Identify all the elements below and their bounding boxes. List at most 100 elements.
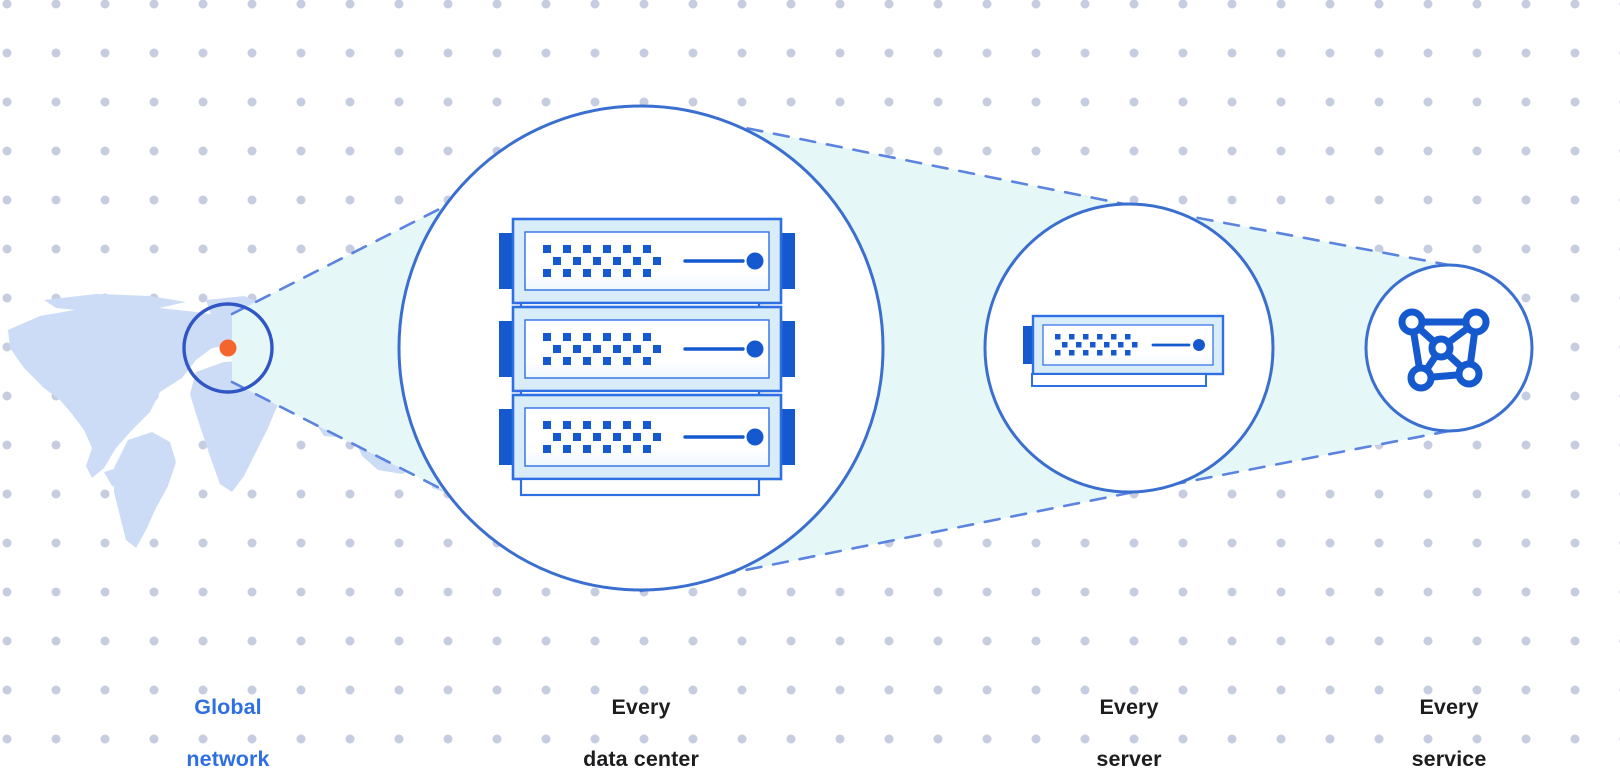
grid-dot — [394, 48, 404, 58]
grid-dot — [198, 244, 208, 254]
grid-dot — [51, 48, 61, 58]
grid-dot — [100, 48, 110, 58]
grid-dot — [737, 0, 747, 9]
grid-dot — [1423, 48, 1433, 58]
grid-dot — [1521, 734, 1531, 744]
grid-dot — [1080, 636, 1090, 646]
grid-dot — [1570, 538, 1580, 548]
grid-dot — [2, 0, 12, 9]
grid-dot — [737, 685, 747, 695]
grid-dot — [639, 685, 649, 695]
grid-dot — [1423, 195, 1433, 205]
grid-dot — [345, 685, 355, 695]
grid-dot — [1570, 0, 1580, 9]
grid-dot — [590, 48, 600, 58]
grid-dot — [835, 685, 845, 695]
grid-dot — [835, 587, 845, 597]
grid-dot — [1570, 636, 1580, 646]
grid-dot — [541, 97, 551, 107]
funnel-dashed-top — [230, 105, 1451, 316]
grid-dot — [1570, 48, 1580, 58]
grid-dot — [296, 195, 306, 205]
grid-dot — [1276, 636, 1286, 646]
grid-dot — [884, 146, 894, 156]
grid-dot — [394, 146, 404, 156]
grid-dot — [1276, 48, 1286, 58]
grid-dot — [933, 685, 943, 695]
grid-dot — [1374, 48, 1384, 58]
grid-dot — [1031, 734, 1041, 744]
grid-dot — [345, 97, 355, 107]
grid-dot — [394, 489, 404, 499]
stage-icon-every-data-center — [397, 104, 885, 592]
grid-dot — [786, 97, 796, 107]
grid-dot — [1521, 48, 1531, 58]
grid-dot — [51, 538, 61, 548]
grid-dot — [541, 48, 551, 58]
grid-dot — [1129, 97, 1139, 107]
grid-dot — [345, 195, 355, 205]
grid-dot — [1570, 244, 1580, 254]
grid-dot — [51, 440, 61, 450]
grid-dot — [296, 636, 306, 646]
grid-dot — [198, 489, 208, 499]
grid-dot — [1325, 146, 1335, 156]
grid-dot — [1031, 587, 1041, 597]
grid-dot — [1521, 685, 1531, 695]
grid-dot — [786, 0, 796, 9]
grid-dot — [1325, 587, 1335, 597]
grid-dot — [443, 97, 453, 107]
grid-dot — [982, 0, 992, 9]
grid-dot — [1276, 538, 1286, 548]
grid-dot — [1080, 734, 1090, 744]
grid-dot — [149, 636, 159, 646]
grid-dot — [1521, 440, 1531, 450]
grid-dot — [1178, 538, 1188, 548]
grid-dot — [1374, 97, 1384, 107]
grid-dot — [1178, 734, 1188, 744]
grid-dot — [639, 734, 649, 744]
grid-dot — [2, 244, 12, 254]
grid-dot — [198, 587, 208, 597]
grid-dot — [1521, 0, 1531, 9]
grid-dot — [345, 146, 355, 156]
grid-dot — [982, 538, 992, 548]
grid-dot — [100, 0, 110, 9]
grid-dot — [1521, 195, 1531, 205]
grid-dot — [1227, 146, 1237, 156]
grid-dot — [345, 489, 355, 499]
grid-dot — [1031, 685, 1041, 695]
grid-dot — [1374, 685, 1384, 695]
grid-dot — [1472, 146, 1482, 156]
grid-dot — [1374, 489, 1384, 499]
grid-dot — [2, 734, 12, 744]
grid-dot — [2, 48, 12, 58]
grid-dot — [247, 244, 257, 254]
grid-dot — [296, 0, 306, 9]
grid-dot — [492, 734, 502, 744]
grid-dot — [51, 587, 61, 597]
grid-dot — [1325, 195, 1335, 205]
grid-dot — [247, 195, 257, 205]
grid-dot — [2, 97, 12, 107]
grid-dot — [51, 195, 61, 205]
grid-dot — [1129, 734, 1139, 744]
grid-dot — [1423, 489, 1433, 499]
grid-dot — [1423, 734, 1433, 744]
grid-dot — [884, 97, 894, 107]
grid-dot — [2, 440, 12, 450]
grid-dot — [296, 587, 306, 597]
grid-dot — [1276, 587, 1286, 597]
grid-dot — [884, 0, 894, 9]
grid-dot — [1080, 538, 1090, 548]
grid-dot — [1423, 97, 1433, 107]
grid-dot — [1031, 538, 1041, 548]
grid-dot — [1276, 489, 1286, 499]
grid-dot — [247, 685, 257, 695]
grid-dot — [394, 97, 404, 107]
grid-dot — [1472, 97, 1482, 107]
grid-dot — [1031, 97, 1041, 107]
grid-dot — [1178, 195, 1188, 205]
grid-dot — [982, 146, 992, 156]
